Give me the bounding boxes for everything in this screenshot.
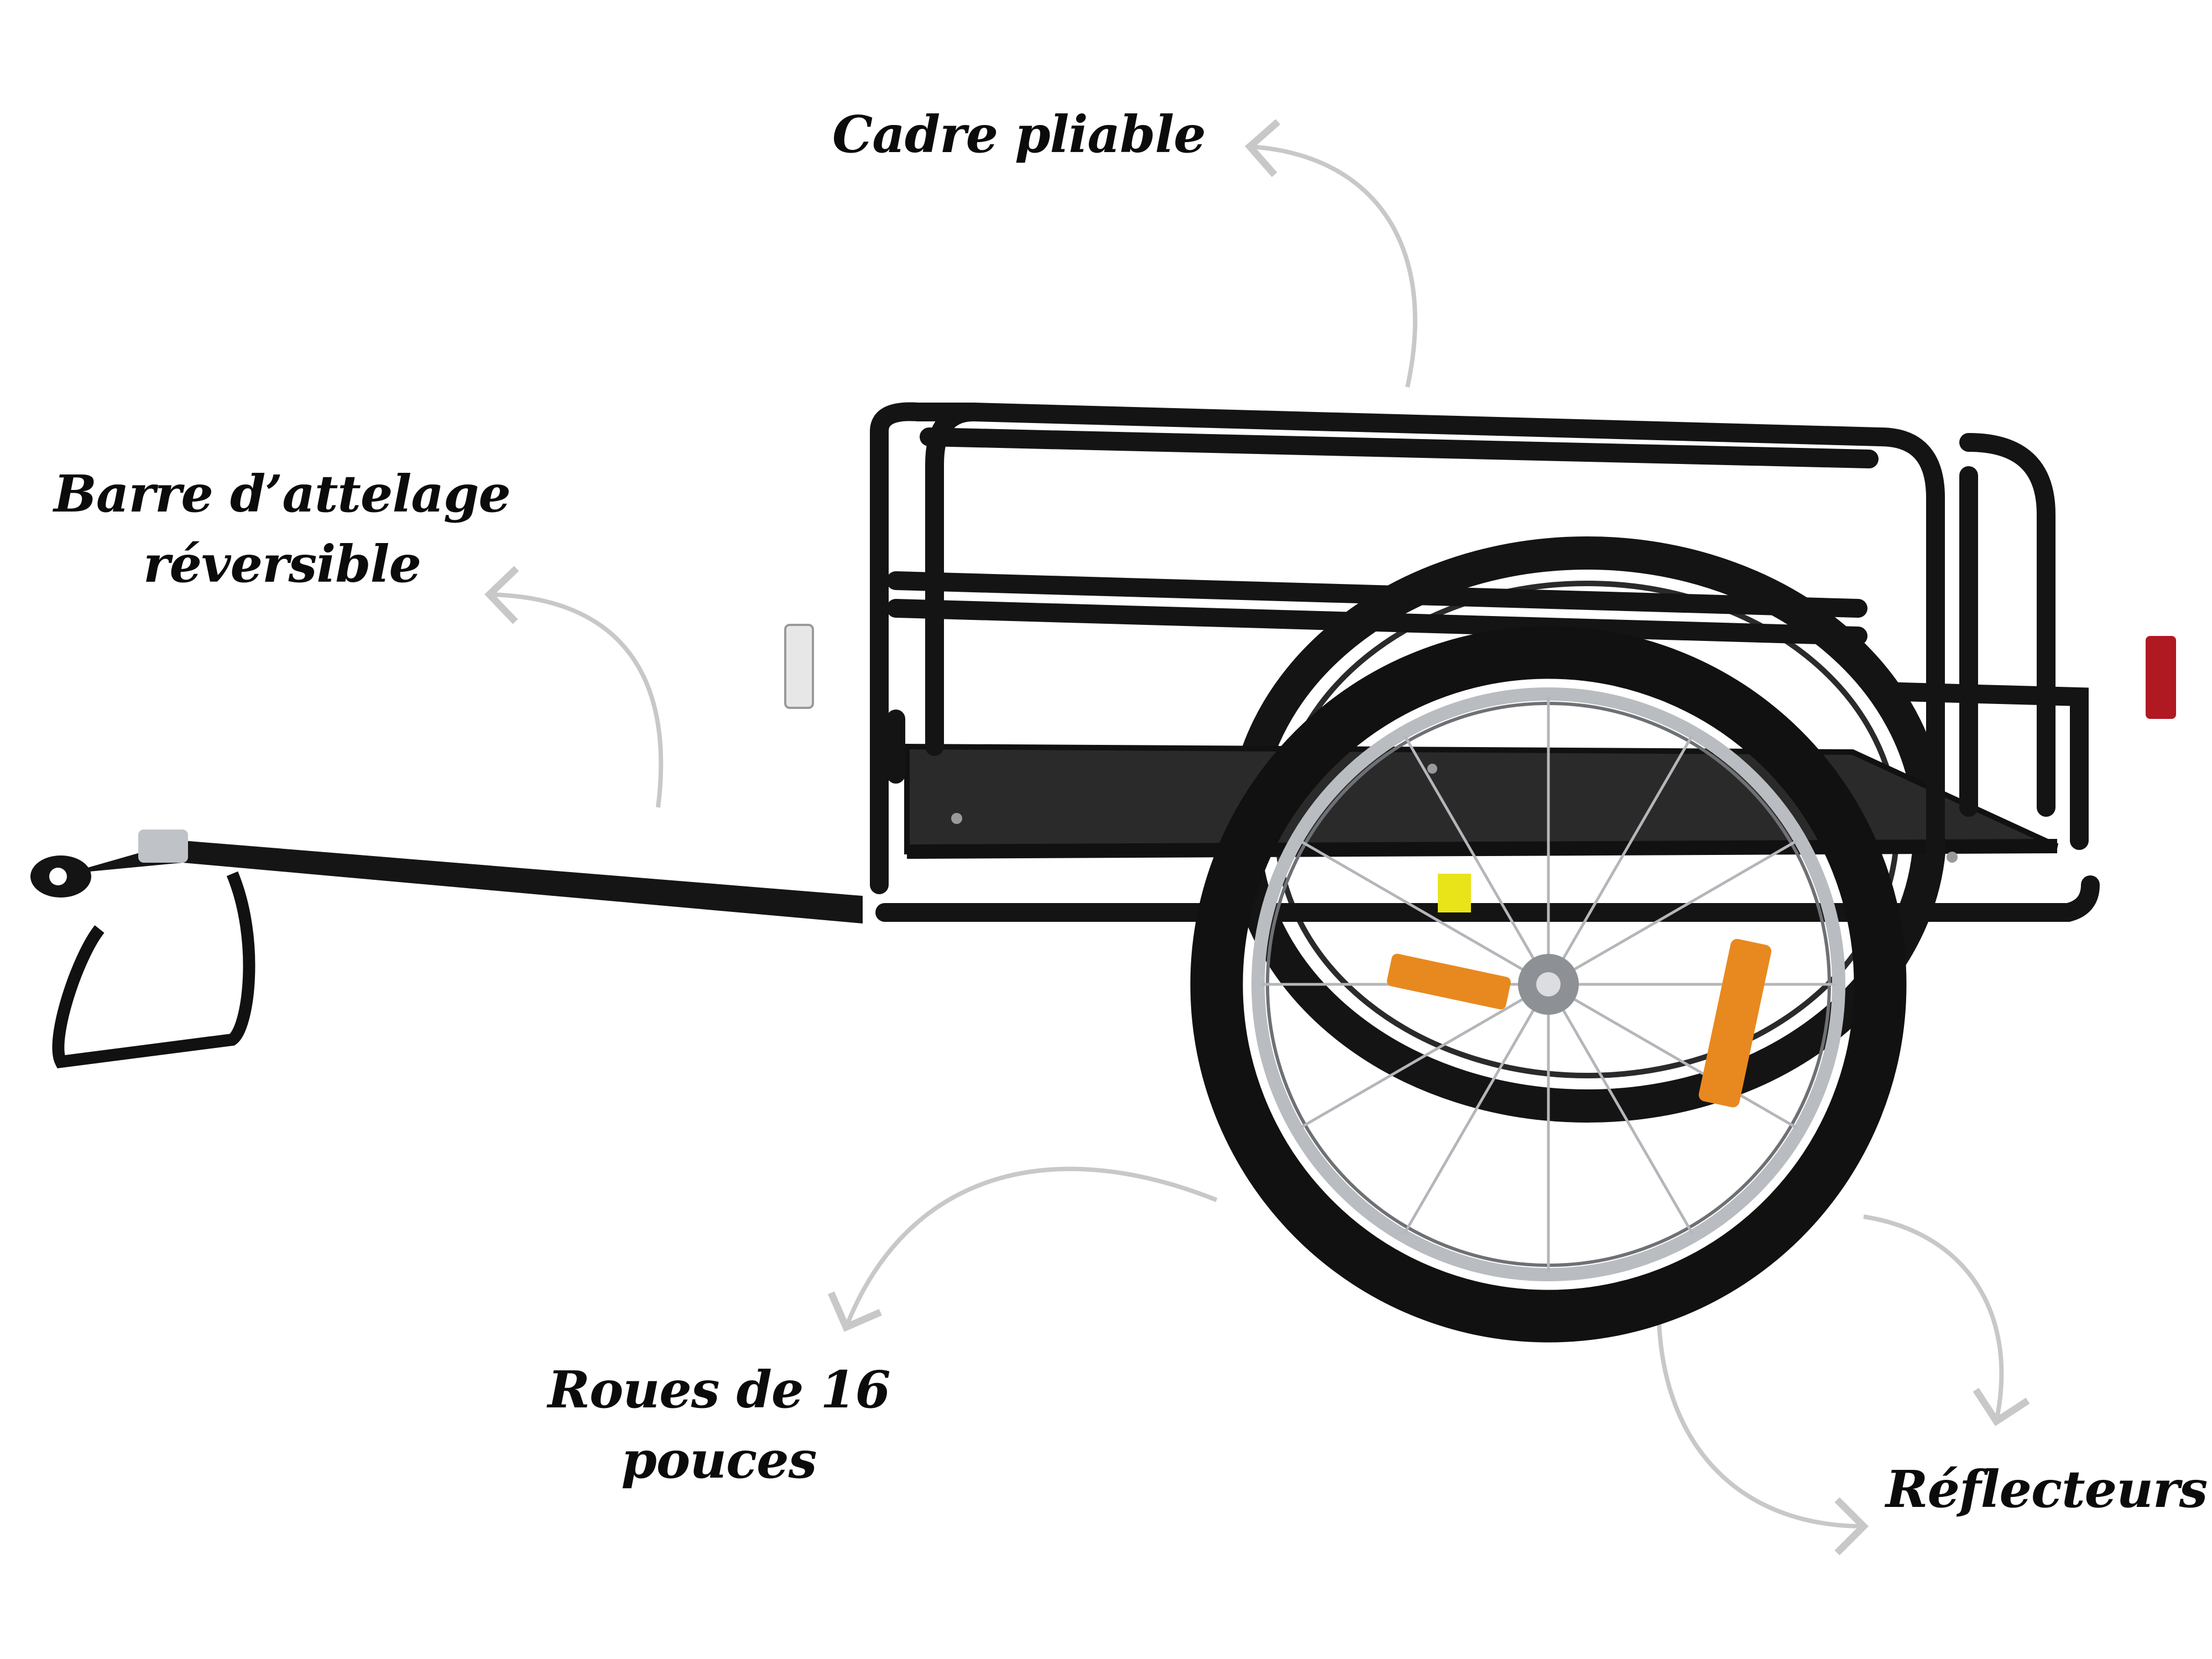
label-reversible-hitch: Barre d’attelage réversible [47,459,517,599]
arrow-reflectors-down [1863,1214,2030,1426]
hitch-bar [30,830,863,1068]
spoke-reflector-orange [1387,938,1772,1108]
frame-sticker [1438,874,1471,912]
label-folding-frame: Cadre pliable [832,100,1206,170]
front-wheel [1190,626,1907,1343]
cargo-bed [904,743,2059,863]
cage-frame [870,402,2100,922]
arrow-reflectors-right [1657,1321,1869,1556]
rear-reflector-red [2146,636,2176,719]
label-hitch-line2: réversible [143,534,421,594]
arrow-hitch [484,566,664,808]
label-wheels-line2: pouces [621,1430,817,1490]
label-wheels-line1: Roues de 16 [547,1360,891,1420]
arrow-folding-frame [1244,119,1417,388]
front-reflector-white [784,624,814,709]
label-reflectors: Réflecteurs [1886,1454,2208,1525]
label-hitch-line1: Barre d’attelage [54,464,511,524]
label-folding-frame-text: Cadre pliable [832,105,1206,164]
arrow-wheels [828,1166,1218,1332]
label-wheels: Roues de 16 pouces [525,1355,912,1495]
label-reflectors-text: Réflecteurs [1886,1459,2208,1519]
